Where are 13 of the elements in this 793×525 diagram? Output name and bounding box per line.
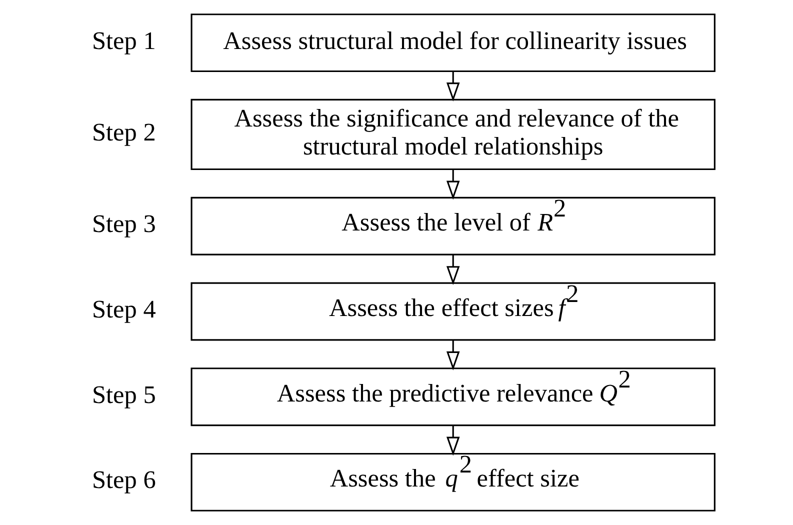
arrow	[446, 425, 460, 456]
arrow	[446, 254, 460, 286]
node-label: Step 2	[91, 118, 156, 146]
node-label: Step 1	[91, 26, 156, 55]
arrow	[446, 170, 460, 200]
node-box: Assess structural model for collinearity issues	[190, 14, 715, 72]
node-label: Step 3	[91, 210, 156, 238]
node-label: Step 4	[91, 296, 156, 324]
arrow	[446, 71, 460, 102]
node-label: Step 6	[91, 466, 156, 494]
arrow	[446, 340, 460, 370]
node-box: Assess the significance and relevance of the structural model relationships	[190, 98, 715, 170]
node-label: Step 5	[91, 380, 156, 409]
